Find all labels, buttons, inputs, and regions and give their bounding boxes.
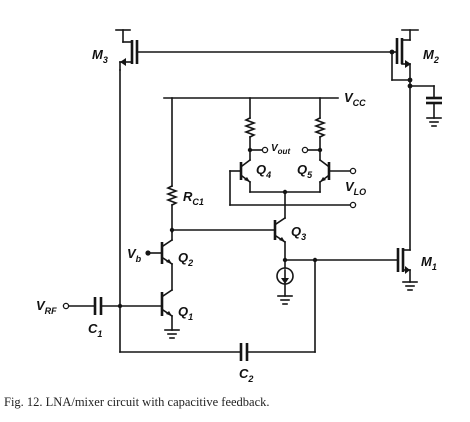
transistor-q1 — [119, 288, 180, 339]
transistor-m1 — [396, 248, 418, 291]
transistor-q4 — [229, 149, 252, 193]
m1-label: M1 — [421, 254, 437, 272]
q3-label: Q3 — [291, 224, 306, 242]
q2-label: Q2 — [178, 250, 193, 268]
c2-label: C2 — [239, 366, 253, 384]
transistor-q3 — [171, 216, 287, 261]
vcc-label: VCC — [344, 90, 366, 108]
q4-label: Q4 — [256, 162, 271, 180]
c1-label: C1 — [88, 321, 102, 339]
transistor-q5 — [318, 149, 357, 193]
m2-label: M2 — [423, 47, 439, 65]
m3-label: M3 — [92, 47, 108, 65]
rc1-label: RC1 — [183, 189, 204, 207]
vrf-label: VRF — [36, 298, 57, 316]
transistor-m2 — [391, 29, 419, 87]
vlo-label: VLO — [345, 179, 366, 197]
transistor-q2 — [145, 231, 174, 291]
q1-label: Q1 — [178, 304, 193, 322]
transistor-m3 — [115, 29, 139, 71]
q5-label: Q5 — [297, 162, 313, 180]
vout-label: Vout — [271, 143, 290, 156]
vb-label: Vb — [127, 246, 142, 264]
figure-caption: Fig. 12. LNA/mixer circuit with capaciti… — [4, 395, 270, 409]
